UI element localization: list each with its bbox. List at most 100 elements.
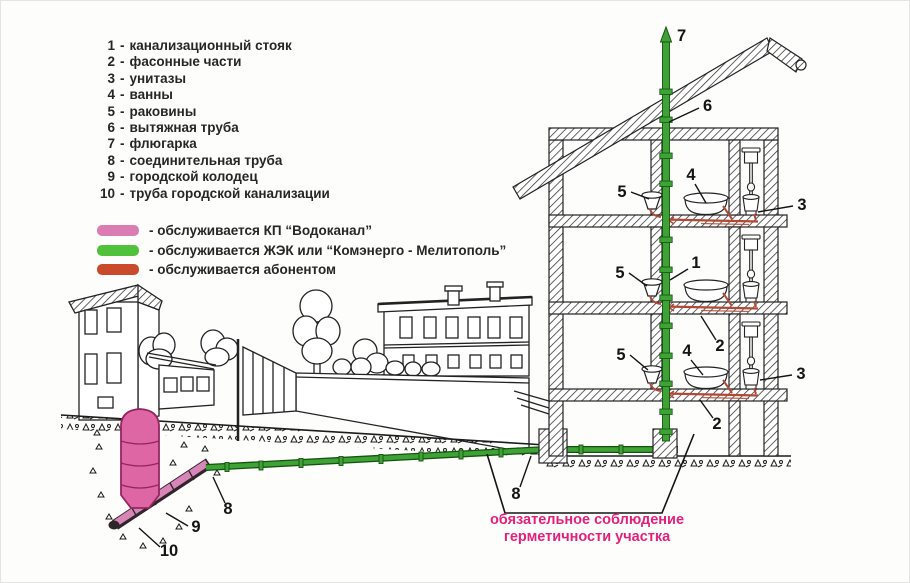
callout-connecting-pipe: 8 xyxy=(223,500,232,518)
right-wall xyxy=(763,139,779,457)
legend-num: 8 xyxy=(107,152,115,168)
callout-city-sewer: 10 xyxy=(160,542,178,560)
legend-num: 9 xyxy=(107,169,115,185)
callout-connecting-pipe: 8 xyxy=(511,485,520,503)
legend-dash: - xyxy=(120,103,125,119)
legend-item: 5-раковины xyxy=(87,104,330,120)
legend-text: флюгарка xyxy=(129,136,197,152)
callout-labels: 7 6 5 5 5 4 4 3 3 1 2 2 8 8 9 10 xyxy=(160,27,807,560)
callout-riser: 1 xyxy=(691,254,700,272)
seal-bracket xyxy=(486,433,695,514)
color-swatch-subscriber xyxy=(97,264,139,276)
callout-city-well: 9 xyxy=(191,518,200,536)
legend-text: ванны xyxy=(129,87,173,103)
building-ground-band xyxy=(544,456,791,470)
wall-end-striped xyxy=(242,345,297,416)
vent-arrow xyxy=(659,25,673,43)
service-legend: - обслуживается КП “Водоканал” - обслужи… xyxy=(97,221,506,280)
legend-item: 4-ванны xyxy=(87,87,330,103)
sewer-riser xyxy=(659,25,673,442)
tree xyxy=(292,289,341,377)
legend-item: 3-унитазы xyxy=(87,71,330,87)
legend-num: 7 xyxy=(107,136,115,152)
roof xyxy=(512,37,807,200)
service-legend-item: - обслуживается КП “Водоканал” xyxy=(97,221,506,241)
cellar-steps xyxy=(513,390,550,415)
legend-dash: - xyxy=(120,70,125,86)
annex-window xyxy=(180,376,194,392)
street-ground-band xyxy=(61,415,546,459)
legend-item: 10-труба городской канализации xyxy=(87,186,330,202)
house-window xyxy=(84,309,98,335)
city-sewer-pipe xyxy=(108,458,213,530)
legend-num: 10 xyxy=(99,185,115,201)
legend-item: 7-флюгарка xyxy=(87,136,330,152)
legend-item: 8-соединительная труба xyxy=(87,153,330,169)
annex-window xyxy=(196,376,210,392)
chimney xyxy=(486,281,504,288)
legend-text: городской колодец xyxy=(129,169,258,185)
annex-window xyxy=(163,377,178,393)
legend-item: 2-фасонные части xyxy=(87,54,330,70)
legend-dash: - xyxy=(120,120,125,136)
callout-sink: 5 xyxy=(617,183,626,201)
building-section xyxy=(512,37,807,464)
callout-toilet: 3 xyxy=(796,365,805,383)
legend-text: вытяжная труба xyxy=(129,120,239,136)
legend-num: 1 xyxy=(107,38,115,53)
service-legend-item: - обслуживается ЖЭК или “Комэнерго - Мел… xyxy=(97,241,506,261)
riser-couplings xyxy=(659,88,673,435)
legend-text: унитазы xyxy=(129,70,187,86)
interior-walls xyxy=(650,139,741,457)
legend-text: раковины xyxy=(129,103,197,119)
legend-dash: - xyxy=(120,169,125,185)
callout-sink: 5 xyxy=(615,264,624,282)
legend-dash: - xyxy=(120,136,125,152)
chimney xyxy=(489,286,501,302)
legend-text: фасонные части xyxy=(129,54,242,70)
callout-fittings: 2 xyxy=(712,415,721,433)
legend-dash: - xyxy=(120,54,125,70)
callout-bath: 4 xyxy=(686,166,696,184)
middle-building xyxy=(377,281,533,377)
legend-num: 4 xyxy=(107,87,115,103)
legend-dash: - xyxy=(120,38,125,53)
callout-vent-pipe: 6 xyxy=(703,97,712,115)
perspective-wall xyxy=(236,339,530,454)
legend-num: 2 xyxy=(107,54,115,70)
chimney xyxy=(447,290,460,306)
left-house xyxy=(68,283,163,421)
legend-text: труба городской канализации xyxy=(129,185,330,201)
color-swatch-vodokanal xyxy=(97,225,139,237)
seal-annotation: обязательное соблюдение герметичности уч… xyxy=(463,512,711,546)
callout-toilet: 3 xyxy=(797,196,806,214)
service-legend-item: - обслуживается абонентом xyxy=(97,260,506,280)
house-door xyxy=(97,396,114,409)
legend-text: канализационный стояк xyxy=(129,38,292,53)
legend-item: 6-вытяжная труба xyxy=(87,120,330,136)
legend-num: 6 xyxy=(107,120,115,136)
service-legend-text: - обслуживается абонентом xyxy=(149,262,337,278)
legend-item: 1-канализационный стояк xyxy=(87,38,330,54)
seal-annotation-line1: обязательное соблюдение xyxy=(489,512,685,528)
left-wall xyxy=(548,139,564,457)
legend-dash: - xyxy=(120,152,125,168)
house-window xyxy=(84,353,98,385)
legend-item: 9-городской колодец xyxy=(87,169,330,185)
legend-text: соединительная труба xyxy=(129,152,283,168)
city-well xyxy=(120,408,160,509)
bush xyxy=(350,338,389,377)
callout-fittings: 2 xyxy=(715,337,724,355)
house-window xyxy=(106,307,122,333)
annex-building xyxy=(146,352,217,410)
callout-cowl: 7 xyxy=(677,27,686,45)
callout-leaders xyxy=(138,107,794,548)
house-window xyxy=(106,352,122,384)
legend-dash: - xyxy=(120,185,125,201)
chimney xyxy=(444,285,463,292)
service-legend-text: - обслуживается КП “Водоканал” xyxy=(149,223,372,239)
legend-num: 3 xyxy=(107,70,115,86)
numbered-legend: 1-канализационный стояк 2-фасонные части… xyxy=(87,38,330,202)
